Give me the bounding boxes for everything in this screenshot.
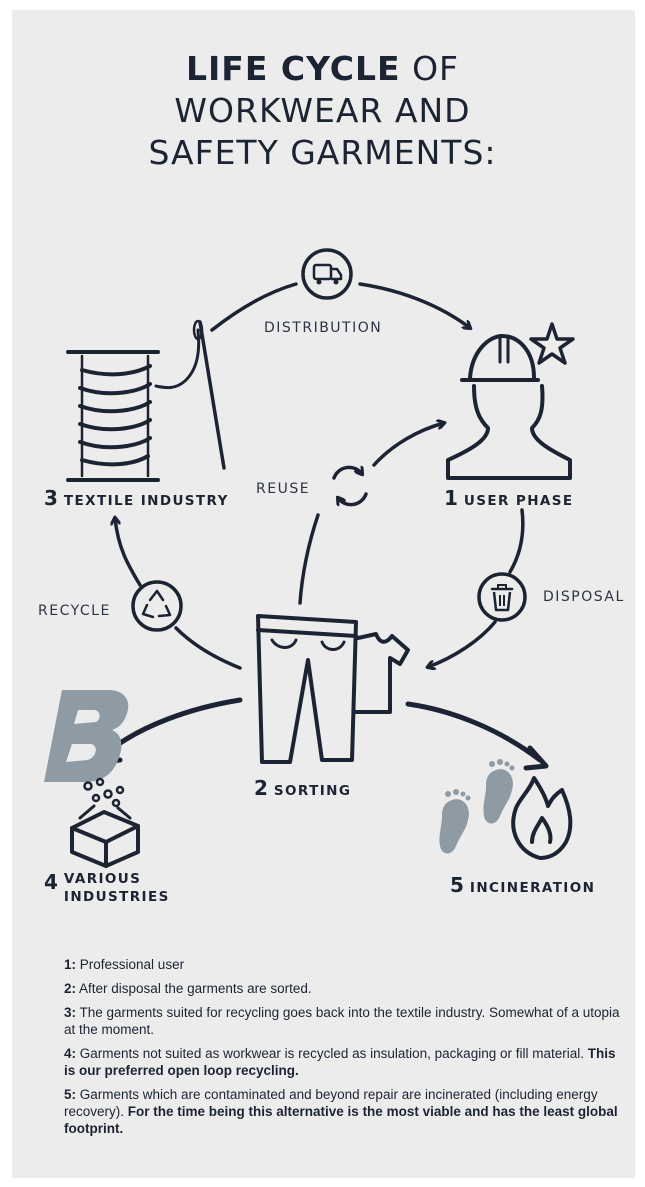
note-4-emphasis: This is our preferred open loop recyclin… — [64, 1046, 616, 1078]
note-5-emphasis: For the time being this alternative is t… — [64, 1104, 618, 1136]
stage-5-label: 5 INCINERATION — [450, 873, 595, 897]
tshirt-icon — [348, 632, 410, 714]
stage-1-label: 1 USER PHASE — [444, 486, 574, 510]
note-1-text: Professional user — [76, 957, 185, 972]
stage-3-number: 3 — [44, 486, 58, 510]
stage-2-label: 2 SORTING — [254, 776, 351, 800]
letter-b-icon — [44, 690, 129, 782]
note-2-text: After disposal the garments are sorted. — [76, 981, 312, 996]
note-5-text: Garments which are contaminated and beyo… — [64, 1087, 598, 1119]
stage-3-name: TEXTILE INDUSTRY — [63, 493, 229, 509]
stage-1-number: 1 — [444, 486, 458, 510]
title-bold: LIFE CYCLE — [185, 49, 401, 88]
stage-2-number: 2 — [254, 776, 268, 800]
box-icon — [70, 777, 140, 868]
stage-4-name-line-2: INDUSTRIES — [63, 889, 170, 905]
stage-5-name: INCINERATION — [469, 880, 596, 896]
star-icon — [529, 322, 575, 365]
infographic-panel — [12, 10, 635, 1178]
disposal-arrow-lower — [428, 620, 497, 667]
trash-can-icon — [477, 572, 527, 622]
reuse-label: REUSE — [256, 481, 311, 497]
distribution-arrow-left — [210, 282, 298, 332]
disposal-label: DISPOSAL — [543, 589, 625, 605]
note-4-key: 4: — [64, 1046, 77, 1061]
distribution-arrow-right — [358, 282, 470, 328]
note-5-key: 5: — [64, 1087, 77, 1102]
stage-3-label: 3 TEXTILE INDUSTRY — [44, 486, 229, 510]
page-title: LIFE CYCLE OF WORKWEAR AND SAFETY GARMEN… — [0, 48, 645, 174]
stage-2-name: SORTING — [273, 783, 352, 799]
incineration-arrow — [405, 701, 543, 763]
title-line-3: SAFETY GARMENTS: — [148, 133, 497, 172]
recycle-arrows-icon — [332, 467, 368, 504]
thread-spool-icon — [66, 319, 226, 482]
note-4: 4: Garments not suited as workwear is re… — [64, 1045, 624, 1079]
recycle-arrow-lower — [174, 626, 242, 670]
title-line-2: WORKWEAR AND — [174, 91, 471, 130]
hard-hat-person-icon — [446, 334, 572, 480]
stage-4-number: 4 — [44, 870, 58, 894]
stage-1-name: USER PHASE — [463, 493, 574, 509]
note-2: 2: After disposal the garments are sorte… — [64, 980, 624, 997]
reuse-arrow-upper — [372, 423, 444, 467]
note-3-text: The garments suited for recycling goes b… — [64, 1005, 620, 1037]
note-1: 1: Professional user — [64, 956, 624, 973]
disposal-arrow-upper — [508, 508, 525, 574]
stage-5-number: 5 — [450, 873, 464, 897]
distribution-label: DISTRIBUTION — [264, 320, 383, 336]
truck-icon — [301, 248, 353, 300]
stage-4-name-line-1: VARIOUS — [63, 871, 142, 887]
note-2-key: 2: — [64, 981, 77, 996]
reuse-arrow-lower — [298, 513, 320, 605]
note-4-text: Garments not suited as workwear is recyc… — [76, 1046, 588, 1061]
recycle-label: RECYCLE — [38, 603, 111, 619]
trousers-icon — [256, 614, 358, 764]
footprints-icon — [439, 759, 515, 854]
note-3: 3: The garments suited for recycling goe… — [64, 1004, 624, 1038]
stage-4-label: 4 VARIOUS INDUSTRIES — [44, 870, 170, 906]
note-5: 5: Garments which are contaminated and b… — [64, 1086, 624, 1137]
flame-icon — [511, 776, 573, 860]
notes-list: 1: Professional user 2: After disposal t… — [64, 956, 624, 1144]
note-1-key: 1: — [64, 957, 77, 972]
recycle-triangle-icon — [131, 580, 183, 632]
title-light: OF — [400, 49, 460, 88]
note-3-key: 3: — [64, 1005, 77, 1020]
recycle-arrow-upper — [115, 518, 142, 587]
